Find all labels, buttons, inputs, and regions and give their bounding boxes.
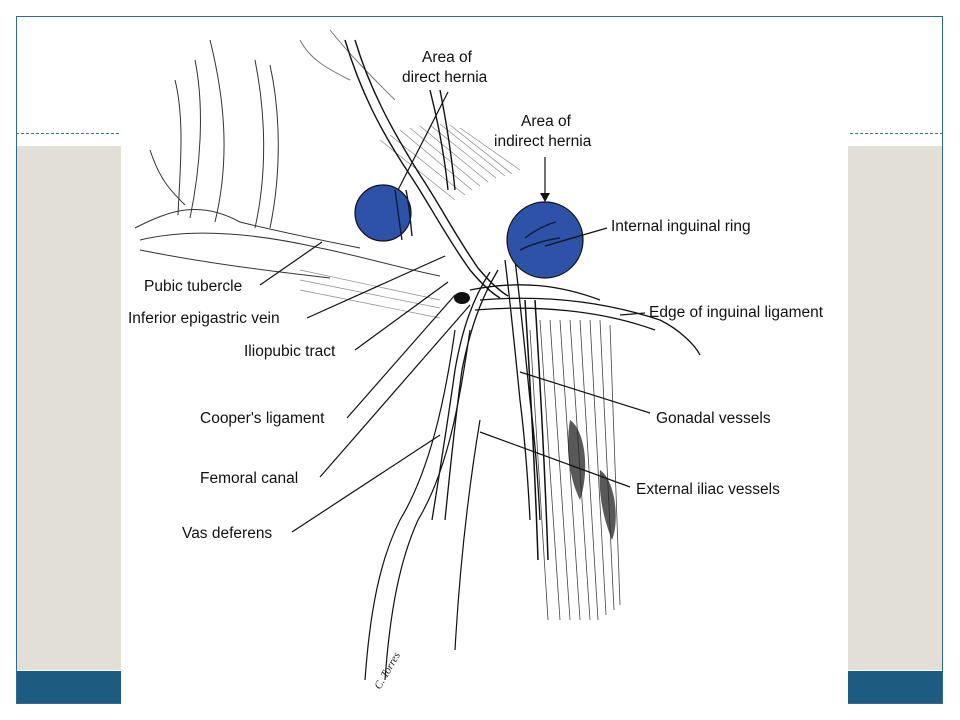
hernia-overlay-strokes	[394, 189, 561, 251]
muscle-fibers-upper	[299, 123, 521, 319]
shading-right	[568, 420, 616, 540]
label-coopers-ligament: Cooper's ligament	[200, 410, 325, 427]
footer-bar-left	[17, 671, 121, 703]
psoas-fibers	[529, 319, 621, 621]
label-internal-inguinal-ring: Internal inguinal ring	[611, 218, 751, 235]
label-femoral-canal: Femoral canal	[200, 470, 298, 487]
indirect-hernia-area	[506, 201, 584, 279]
label-area-indirect-line2: indirect hernia	[494, 133, 592, 150]
inferior-epigastric-vessels	[344, 39, 509, 299]
label-inferior-epigastric-vein: Inferior epigastric vein	[128, 310, 280, 327]
label-edge-inguinal-ligament: Edge of inguinal ligament	[649, 304, 824, 321]
anatomy-figure-panel	[121, 28, 848, 720]
external-iliac-vessels	[524, 299, 549, 561]
abdominal-wall-sketch	[134, 29, 441, 279]
label-external-iliac-vessels: External iliac vessels	[636, 481, 780, 498]
label-area-indirect-line1: Area of	[521, 113, 572, 130]
indirect-hernia-arrowhead	[540, 193, 550, 202]
artist-signature: C. Torres	[372, 650, 403, 691]
direct-hernia-area	[354, 184, 412, 242]
label-area-direct-line1: Area of	[422, 49, 473, 66]
label-iliopubic-tract: Iliopubic tract	[244, 343, 336, 360]
content-band-left	[17, 146, 121, 670]
internal-ring-opening	[454, 292, 470, 304]
leader-lines	[259, 91, 651, 533]
label-gonadal-vessels: Gonadal vessels	[656, 410, 771, 427]
footer-bar-right	[848, 671, 942, 703]
label-vas-deferens: Vas deferens	[182, 525, 272, 542]
inguinal-ligament	[469, 284, 701, 356]
lower-vessels	[364, 329, 481, 681]
label-pubic-tubercle: Pubic tubercle	[144, 278, 242, 295]
label-area-direct-line2: direct hernia	[402, 69, 488, 86]
content-band-right	[848, 146, 942, 670]
